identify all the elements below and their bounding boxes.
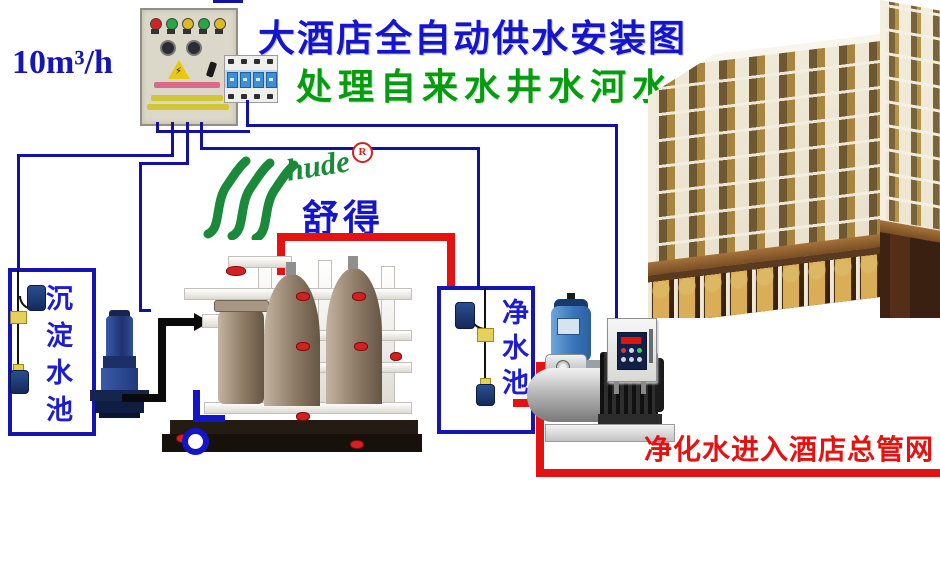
selector-knob2 <box>186 40 202 56</box>
hotel-building-photo <box>648 0 940 318</box>
panel-text-red <box>154 82 220 88</box>
float-counterweight <box>10 311 27 324</box>
brand-name-latin: hude <box>283 143 353 188</box>
valve-handle <box>296 412 310 421</box>
wire-float-left <box>171 122 174 157</box>
vfd-controller <box>607 318 657 394</box>
float-switch-upper-left <box>27 285 46 311</box>
panel-text-yellow2 <box>147 104 229 110</box>
breaker-toggle <box>240 72 251 88</box>
hotel-facade-main <box>648 34 880 318</box>
registered-trademark-icon: R <box>352 142 373 163</box>
sediment-tank <box>8 268 96 436</box>
diagram-title: 大酒店全自动供水安装图 <box>258 18 687 59</box>
clean-water-tank <box>437 286 535 434</box>
filter-vessel-right <box>326 268 382 404</box>
filter-skid-base <box>170 420 418 436</box>
drain-pipe <box>193 390 200 420</box>
valve-handle <box>354 342 368 351</box>
valve-handle <box>296 342 310 351</box>
main-supply-pipe <box>536 469 940 477</box>
filter-vessel-small <box>218 308 264 404</box>
brand-name-chinese: 舒得 <box>302 198 384 239</box>
wire-vfd <box>246 100 249 127</box>
filter-lid <box>214 300 269 312</box>
valve-handle <box>390 352 402 361</box>
float-switch-lower-left <box>10 370 29 394</box>
pump-base-plate <box>545 424 675 442</box>
flow-rate-label: 10m³/h <box>12 44 113 81</box>
pump-discharge-pipe <box>122 394 166 402</box>
high-voltage-warning-icon <box>168 60 190 79</box>
float-counterweight <box>477 328 494 342</box>
breaker-toggle <box>266 72 277 88</box>
wire-float-right <box>200 122 203 150</box>
cabinet-switch-handle <box>205 61 218 78</box>
valve-handle <box>226 266 246 276</box>
float-switch-upper-right <box>455 302 475 329</box>
breaker-toggle <box>227 72 238 88</box>
breaker-toggle <box>253 72 264 88</box>
control-cabinet: ⚡ <box>140 8 238 126</box>
float-switch-lower-right <box>476 384 495 406</box>
diagram-subtitle: 处理自来水井水河水 <box>296 66 675 107</box>
drain-hose-icon <box>182 428 209 455</box>
tank-suction-pipe <box>513 399 539 407</box>
selector-knob <box>160 40 176 56</box>
valve-handle <box>350 440 364 449</box>
shude-logo-waves-icon <box>203 156 299 240</box>
sediment-tank-label: 沉淀水池 <box>42 284 72 432</box>
hotel-facade-corner <box>880 0 940 318</box>
filter-vessel-center <box>264 274 320 406</box>
output-caption: 净化水进入酒店总管网 <box>644 434 935 465</box>
clean-water-tank-label: 净水池 <box>498 298 528 403</box>
vfd-display <box>617 332 647 370</box>
booster-pump-body <box>527 368 609 422</box>
circuit-breaker <box>224 55 278 103</box>
valve-handle <box>352 292 366 301</box>
feed-pump-body <box>101 368 138 390</box>
valve-handle <box>296 292 310 301</box>
panel-text-yellow1 <box>151 95 223 101</box>
wire-feed-pump <box>186 122 189 165</box>
feed-pump-motor <box>106 316 133 356</box>
supply-wire-top <box>213 0 243 3</box>
